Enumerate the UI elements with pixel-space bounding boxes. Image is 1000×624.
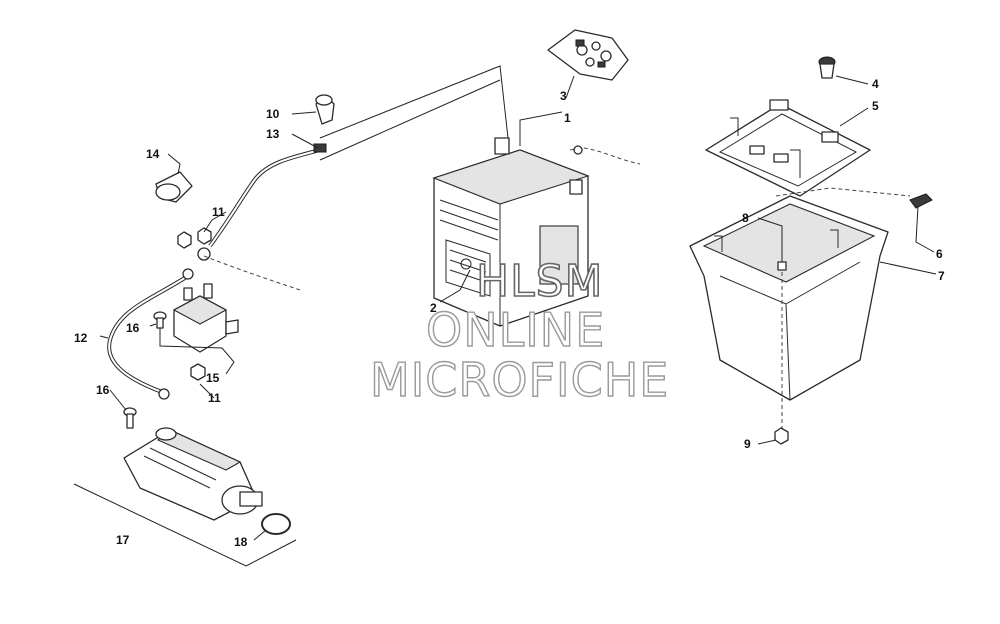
- callout-4: 4: [872, 77, 879, 91]
- watermark-line-3: MICROFICHE: [370, 353, 669, 407]
- callout-8: 8: [742, 211, 749, 225]
- callout-11-upper: 11: [212, 205, 225, 219]
- terminal-nut-lower: [190, 363, 206, 381]
- callout-labels: 1 2 3 4 5 6 7 8 9 10 11 11 12 13 14 15 1…: [74, 77, 945, 549]
- callout-9: 9: [744, 437, 751, 451]
- box-fastener-nut: [774, 427, 789, 445]
- callout-11-lower: 11: [208, 391, 221, 405]
- callout-3: 3: [560, 89, 567, 103]
- callout-6: 6: [936, 247, 943, 261]
- box-clip: [909, 193, 933, 209]
- terminal-hardware-kit: [547, 29, 629, 81]
- positive-battery-cable: [197, 143, 327, 291]
- starter-solenoid: [172, 283, 239, 353]
- solenoid-mount-screw: [153, 311, 167, 329]
- callout-16-lower: 16: [96, 383, 110, 397]
- watermark-line-2: ONLINE: [426, 303, 605, 357]
- callout-7: 7: [938, 269, 945, 283]
- callout-14: 14: [146, 147, 160, 161]
- callout-15: 15: [206, 371, 220, 385]
- callout-5: 5: [872, 99, 879, 113]
- solenoid-terminal-boot: [155, 171, 193, 203]
- starter-cable: [107, 268, 194, 400]
- starter-motor: [123, 427, 263, 521]
- callout-10: 10: [266, 107, 280, 121]
- callout-1: 1: [564, 111, 571, 125]
- terminal-nut-upper: [177, 227, 212, 249]
- callout-18: 18: [234, 535, 248, 549]
- callout-13: 13: [266, 127, 280, 141]
- watermark-line-1: HLSM: [476, 256, 604, 307]
- battery-box: [689, 187, 911, 401]
- starter-o-ring: [261, 513, 291, 535]
- box-fastener-bolt: [777, 261, 787, 430]
- callout-2: 2: [430, 301, 437, 315]
- battery-hold-down-plate: [705, 99, 871, 197]
- starter-mount-screw: [123, 407, 137, 429]
- callout-17: 17: [116, 533, 130, 547]
- callout-16-upper: 16: [126, 321, 140, 335]
- positive-terminal-boot: [315, 94, 335, 125]
- watermark: HLSM ONLINE MICROFICHE: [369, 255, 669, 408]
- leader-lines: [99, 65, 937, 541]
- battery: [432, 137, 590, 327]
- callout-12: 12: [74, 331, 88, 345]
- battery-hold-down-knob: [818, 56, 836, 79]
